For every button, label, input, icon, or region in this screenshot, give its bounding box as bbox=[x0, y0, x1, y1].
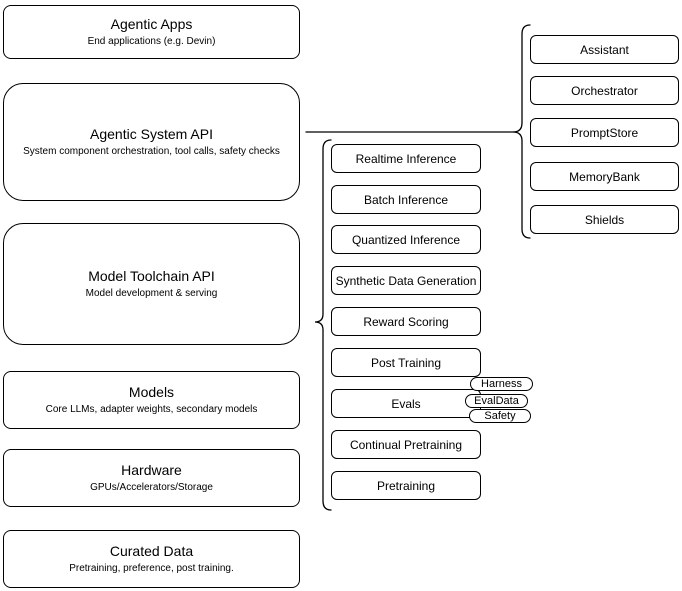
tag-label: Safety bbox=[484, 410, 516, 422]
node-label: Post Training bbox=[370, 355, 442, 370]
tag-label: Harness bbox=[481, 378, 522, 390]
node-label: Orchestrator bbox=[571, 83, 638, 98]
node-model-toolchain-api: Model Toolchain API Model development & … bbox=[3, 223, 300, 345]
node-curated-data: Curated Data Pretraining, preference, po… bbox=[3, 530, 300, 588]
tag-evaldata: EvalData bbox=[465, 394, 528, 408]
node-label: Pretraining bbox=[376, 478, 436, 493]
node-title: Agentic System API bbox=[90, 126, 213, 142]
node-evals: Evals bbox=[331, 389, 481, 418]
node-title: Models bbox=[128, 384, 175, 400]
node-post-training: Post Training bbox=[331, 348, 481, 377]
node-label: Reward Scoring bbox=[363, 314, 449, 329]
node-label: Quantized Inference bbox=[351, 232, 461, 247]
node-label: Continual Pretraining bbox=[349, 437, 463, 452]
node-hardware: Hardware GPUs/Accelerators/Storage bbox=[3, 449, 300, 507]
node-batch-inference: Batch Inference bbox=[331, 185, 481, 214]
tag-label: EvalData bbox=[474, 395, 519, 407]
node-memorybank: MemoryBank bbox=[530, 162, 679, 191]
node-continual-pretraining: Continual Pretraining bbox=[331, 430, 481, 459]
node-label: Synthetic Data Generation bbox=[335, 273, 477, 288]
node-models: Models Core LLMs, adapter weights, secon… bbox=[3, 371, 300, 429]
tag-harness: Harness bbox=[470, 377, 533, 391]
node-subtitle: System component orchestration, tool cal… bbox=[23, 146, 280, 157]
node-subtitle: Model development & serving bbox=[85, 288, 218, 299]
node-label: MemoryBank bbox=[569, 169, 640, 184]
node-subtitle: Pretraining, preference, post training. bbox=[69, 563, 234, 574]
node-shields: Shields bbox=[530, 205, 679, 234]
node-label: Realtime Inference bbox=[355, 151, 457, 166]
node-realtime-inference: Realtime Inference bbox=[331, 144, 481, 173]
node-label: Shields bbox=[584, 212, 625, 227]
node-subtitle: End applications (e.g. Devin) bbox=[87, 36, 216, 47]
node-agentic-system-api: Agentic System API System component orch… bbox=[3, 83, 300, 201]
node-reward-scoring: Reward Scoring bbox=[331, 307, 481, 336]
node-label: Evals bbox=[391, 396, 421, 411]
node-title: Hardware bbox=[121, 462, 182, 478]
node-title: Curated Data bbox=[109, 543, 194, 559]
node-orchestrator: Orchestrator bbox=[530, 76, 679, 105]
node-subtitle: Core LLMs, adapter weights, secondary mo… bbox=[45, 404, 258, 415]
node-promptstore: PromptStore bbox=[530, 118, 679, 147]
node-agentic-apps: Agentic Apps End applications (e.g. Devi… bbox=[3, 5, 300, 59]
tag-safety: Safety bbox=[469, 409, 531, 423]
node-label: Assistant bbox=[580, 42, 629, 57]
node-title: Model Toolchain API bbox=[88, 268, 215, 284]
toolchain-brace bbox=[314, 139, 332, 511]
node-pretraining: Pretraining bbox=[331, 471, 481, 500]
node-assistant: Assistant bbox=[530, 35, 679, 64]
node-label: Batch Inference bbox=[363, 192, 449, 207]
node-quantized-inference: Quantized Inference bbox=[331, 225, 481, 254]
node-title: Agentic Apps bbox=[110, 16, 193, 32]
components-brace bbox=[512, 24, 531, 239]
node-synthetic-data-generation: Synthetic Data Generation bbox=[331, 266, 481, 295]
node-label: PromptStore bbox=[570, 125, 639, 140]
node-subtitle: GPUs/Accelerators/Storage bbox=[90, 482, 213, 493]
